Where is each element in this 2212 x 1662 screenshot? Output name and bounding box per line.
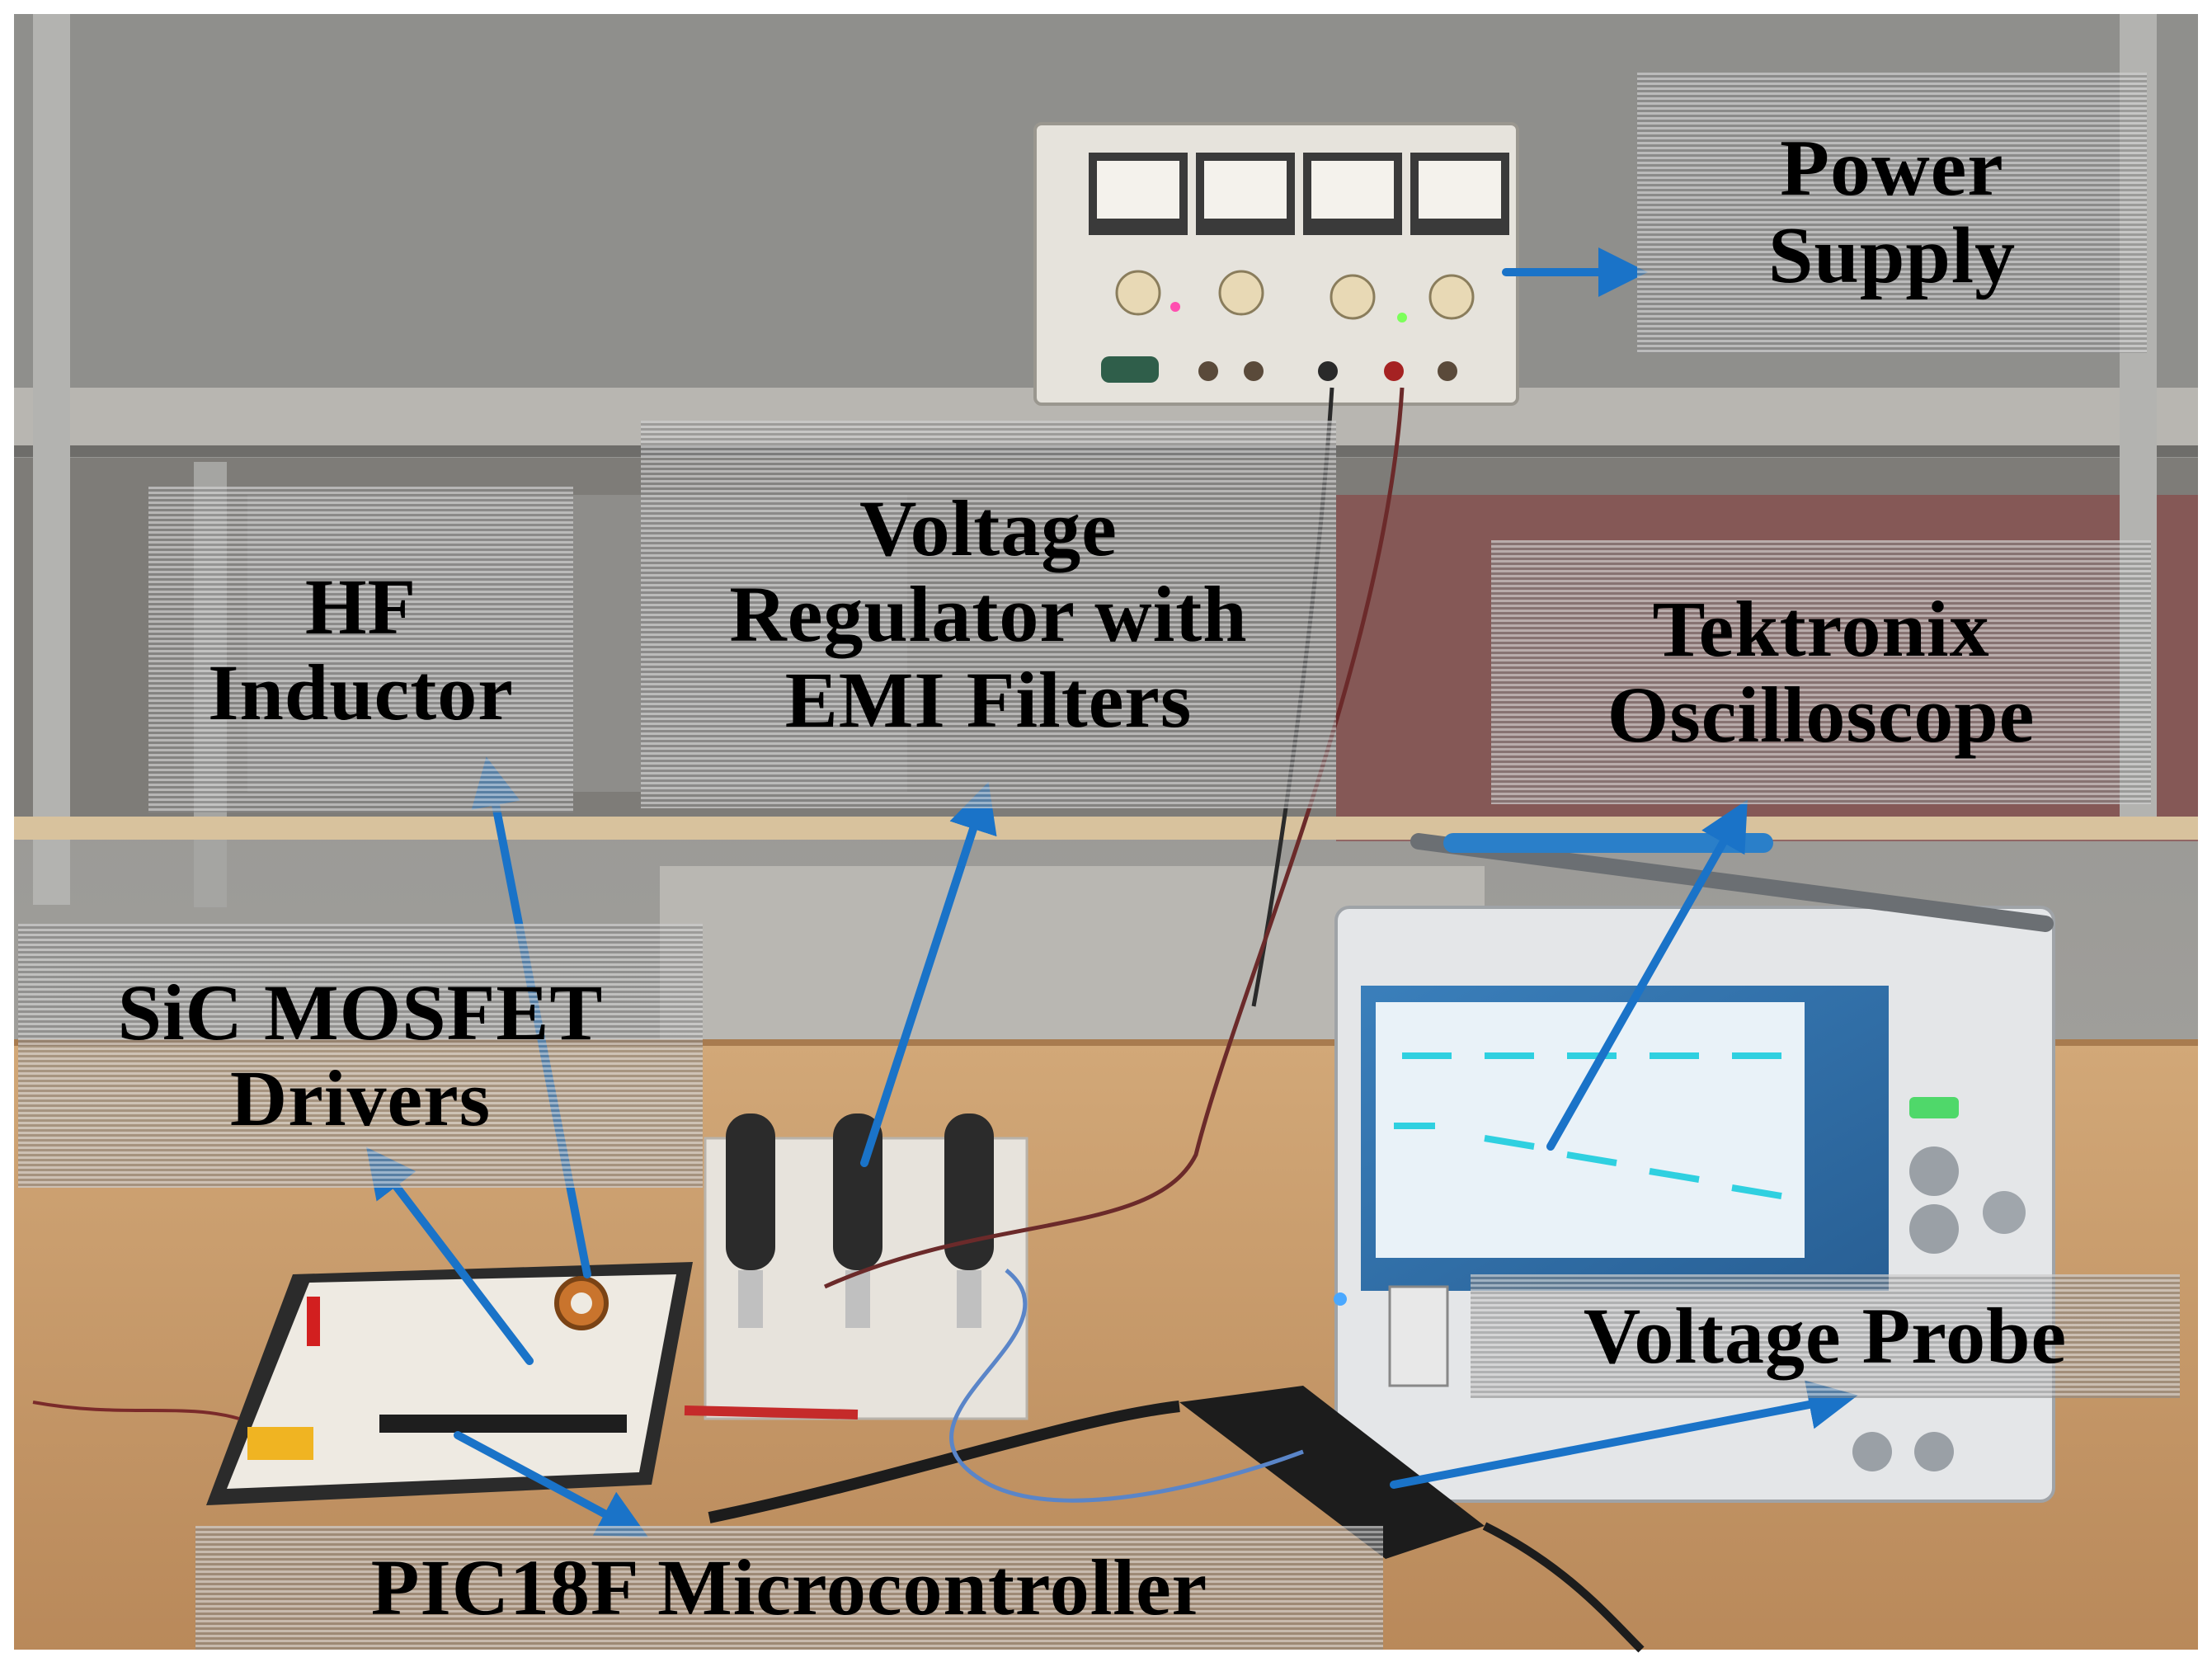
arrow-voltage-regulator — [860, 781, 997, 1167]
label-voltage-regulator: Voltage Regulator with EMI Filters — [641, 421, 1336, 808]
label-hf-inductor: HF Inductor — [148, 487, 573, 812]
breadboard-circuit — [206, 1262, 693, 1505]
arrow-voltage-probe — [1390, 1380, 1858, 1489]
arrow-microcontroller — [454, 1431, 648, 1537]
label-power-supply-line-2: Supply — [1767, 211, 2017, 300]
label-voltage-regulator-line-2: Regulator with — [729, 570, 1248, 659]
oscilloscope-device — [1334, 833, 2055, 1503]
arrow-oscilloscope — [1546, 799, 1748, 1151]
label-tektronix-oscilloscope-line-2: Oscilloscope — [1607, 671, 2036, 759]
label-sic-mosfet-drivers-line-1: SiC MOSFET — [117, 968, 604, 1057]
label-sic-mosfet-drivers: SiC MOSFET Drivers — [18, 924, 703, 1188]
label-hf-inductor-line-1: HF — [304, 562, 417, 651]
power-supply-unit — [1033, 122, 1519, 406]
label-tektronix-oscilloscope-line-1: Tektronix — [1652, 585, 1990, 674]
label-voltage-regulator-line-1: Voltage — [859, 484, 1118, 573]
label-hf-inductor-line-2: Inductor — [208, 647, 514, 737]
label-power-supply: Power Supply — [1637, 73, 2147, 353]
arrow-sic-mosfet-drivers — [366, 1146, 534, 1365]
label-microcontroller-text: PIC18F Microcontroller — [370, 1543, 1208, 1632]
label-voltage-probe-text: Voltage Probe — [1583, 1292, 2068, 1381]
label-sic-mosfet-drivers-line-2: Drivers — [229, 1054, 492, 1142]
label-microcontroller: PIC18F Microcontroller — [195, 1526, 1383, 1650]
label-power-supply-line-1: Power — [1780, 124, 2004, 214]
label-voltage-probe: Voltage Probe — [1471, 1274, 2180, 1398]
label-voltage-regulator-line-3: EMI Filters — [784, 655, 1193, 744]
voltage-probe-device — [684, 1285, 1645, 1653]
label-tektronix-oscilloscope: Tektronix Oscilloscope — [1491, 540, 2151, 804]
voltage-regulator-board — [704, 1113, 1028, 1420]
